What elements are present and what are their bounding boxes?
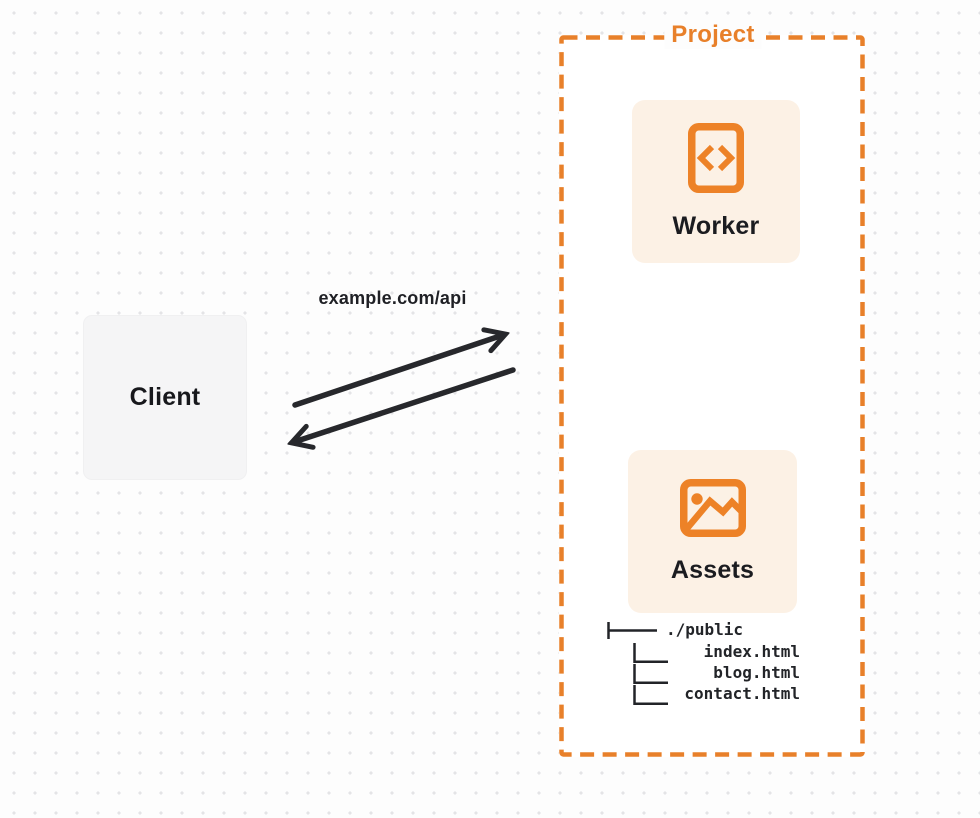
- client-label: Client: [129, 383, 201, 411]
- assets-label: Assets: [670, 555, 755, 584]
- project-label: Project: [664, 21, 762, 49]
- file-tree-item: index.html: [703, 642, 800, 661]
- request-arrow: [292, 335, 503, 408]
- request-url-label: example.com/api: [318, 288, 467, 308]
- file-tree-item: blog.html: [713, 663, 800, 682]
- worker-node: Worker: [632, 100, 800, 263]
- image-icon: [679, 478, 746, 537]
- response-arrow: [294, 367, 516, 442]
- client-node: Client: [83, 315, 247, 480]
- file-tree-connectors: [607, 622, 668, 705]
- file-tree-root: ./public: [666, 620, 744, 639]
- request-response-arrows: [265, 315, 516, 465]
- file-tree-item: contact.html: [684, 684, 800, 703]
- code-file-icon: [688, 122, 744, 193]
- worker-label: Worker: [672, 211, 760, 240]
- assets-node: Assets: [628, 450, 797, 613]
